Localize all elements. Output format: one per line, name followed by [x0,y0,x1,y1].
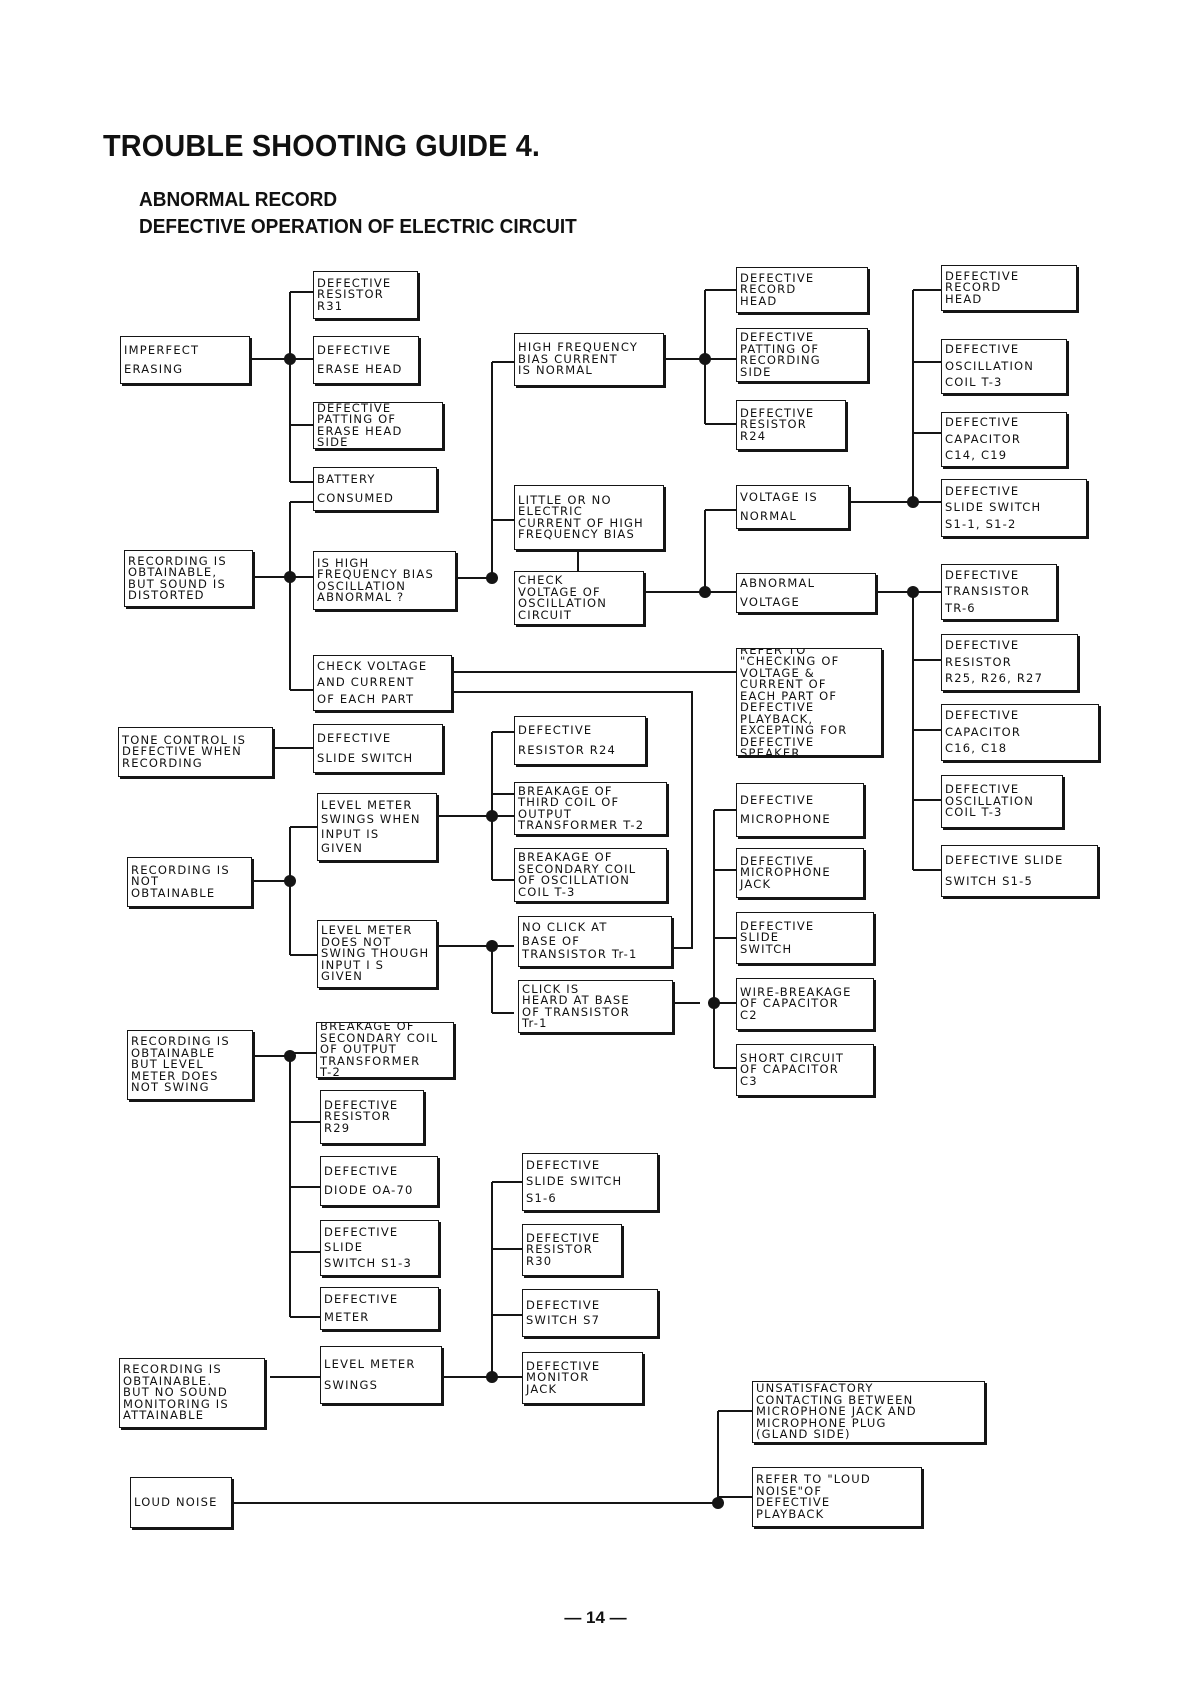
page-number: — 14 — [564,1608,627,1627]
page-title: TROUBLE SHOOTING GUIDE 4. [103,128,541,163]
subtitle-abnormal-record: ABNORMAL RECORD [139,189,338,211]
loud-noise-box: LOUD NOISE [130,1477,232,1528]
subtitle-defective-operation: DEFECTIVE OPERATION OF ELECTRIC CIRCUIT [139,216,577,238]
